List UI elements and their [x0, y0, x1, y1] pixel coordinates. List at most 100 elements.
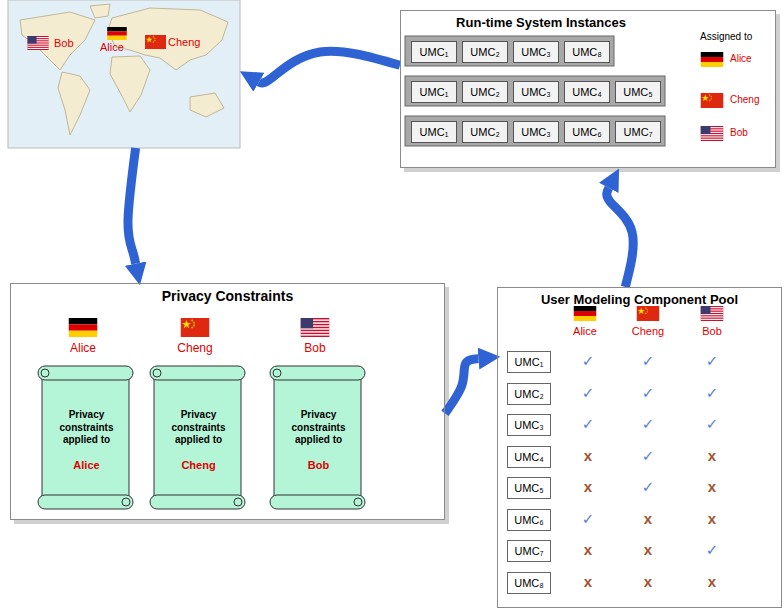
availability-mark: x: [573, 477, 603, 497]
flag-icon: [181, 318, 210, 337]
component-box: UMC₂: [462, 121, 508, 143]
flag-icon: [701, 52, 724, 67]
person-name: Cheng: [168, 36, 200, 48]
scroll-curl: [273, 369, 281, 377]
component-box: UMC₃: [513, 121, 559, 143]
flow-arrow: [607, 188, 634, 287]
component-name: UMC₃: [514, 419, 544, 431]
scroll-roll: [38, 366, 133, 380]
flag-icon: [574, 306, 597, 321]
availability-mark: x: [633, 540, 663, 560]
component-name: UMC₁: [420, 126, 449, 138]
person-name: Alice: [43, 341, 123, 355]
scroll-text: Privacy constraints applied to: [163, 409, 234, 447]
scroll-text: Alice: [51, 459, 122, 471]
availability-mark: x: [697, 572, 727, 592]
availability-mark: ✓: [633, 477, 663, 497]
component-name: UMC₃: [521, 46, 551, 58]
availability-mark: ✓: [573, 351, 603, 371]
component-name: UMC₆: [514, 514, 544, 526]
component-name: UMC₇: [515, 545, 544, 557]
component-box: UMC₅: [615, 81, 661, 103]
component-box: UMC₁: [507, 351, 551, 373]
component-name: UMC₁: [420, 46, 449, 58]
component-box: UMC₁: [411, 81, 457, 103]
scroll-body: [274, 375, 361, 500]
availability-mark: ✓: [697, 383, 727, 403]
scroll-roll: [270, 495, 365, 509]
component-name: UMC₈: [514, 577, 544, 589]
person-name: Alice: [730, 53, 778, 64]
component-name: UMC₄: [514, 451, 544, 463]
privacy-scroll: Privacy constraints applied toAlice: [39, 367, 134, 510]
component-box: UMC₂: [462, 41, 508, 63]
component-box: UMC₄: [507, 446, 551, 468]
scroll-roll: [150, 495, 245, 509]
component-box: UMC₆: [564, 121, 610, 143]
scroll-roll: [270, 366, 365, 380]
availability-mark: x: [573, 540, 603, 560]
flow-arrow: [259, 51, 400, 83]
component-box: UMC₂: [507, 383, 551, 405]
privacy-scroll: Privacy constraints applied to Cheng: [151, 367, 246, 510]
flow-arrow: [128, 148, 136, 264]
person-name: Cheng: [730, 94, 778, 105]
flag-icon: [701, 93, 724, 108]
instance-row: [405, 116, 665, 146]
component-box: UMC₇: [615, 121, 661, 143]
component-name: UMC₂: [470, 86, 499, 98]
flag-icon: [69, 318, 98, 337]
component-box: UMC₃: [507, 414, 551, 436]
availability-mark: x: [633, 509, 663, 529]
availability-mark: ✓: [573, 383, 603, 403]
availability-mark: ✓: [633, 383, 663, 403]
world-map: BobAliceCheng: [8, 0, 240, 148]
map-continent: [110, 56, 150, 112]
scroll-body: [42, 375, 129, 500]
component-name: UMC₇: [624, 126, 653, 138]
availability-mark: ✓: [573, 509, 603, 529]
scroll-curl: [122, 498, 130, 506]
scroll-text: Cheng: [163, 459, 234, 471]
person-name: Bob: [54, 37, 74, 49]
map-continent: [20, 12, 95, 70]
scroll-body: [154, 375, 241, 500]
component-box: UMC₃: [513, 41, 559, 63]
map-continent: [58, 72, 90, 135]
scroll-curl: [41, 369, 49, 377]
availability-mark: x: [573, 572, 603, 592]
scroll-roll: [38, 495, 133, 509]
scroll-curl: [153, 369, 161, 377]
availability-mark: ✓: [697, 351, 727, 371]
map-continent: [90, 4, 110, 18]
component-name: UMC₂: [470, 46, 499, 58]
legend-heading: Assigned to: [700, 31, 780, 42]
scroll-text: Privacy constraints applied to: [283, 409, 354, 447]
component-name: UMC₂: [514, 388, 543, 400]
component-box: UMC₄: [564, 81, 610, 103]
person-name: Bob: [730, 127, 778, 138]
availability-mark: x: [633, 572, 663, 592]
availability-mark: x: [697, 509, 727, 529]
instance-row: [405, 36, 614, 66]
person-name: Alice: [555, 325, 615, 337]
component-name: UMC₂: [470, 126, 499, 138]
availability-mark: ✓: [633, 446, 663, 466]
component-box: UMC₈: [507, 572, 551, 594]
component-name: UMC₃: [521, 126, 551, 138]
scroll-text: Bob: [283, 459, 354, 471]
component-box: UMC₇: [507, 540, 551, 562]
component-name: UMC₅: [514, 482, 543, 494]
person-name: Cheng: [155, 341, 235, 355]
component-name: UMC₅: [623, 86, 652, 98]
component-box: UMC₃: [513, 81, 559, 103]
availability-mark: ✓: [697, 540, 727, 560]
availability-mark: ✓: [633, 351, 663, 371]
map-ocean: [8, 0, 240, 148]
flag-icon: [637, 306, 660, 321]
flow-arrow: [445, 359, 478, 414]
availability-mark: x: [697, 446, 727, 466]
panel-title: User Modeling Component Pool: [498, 292, 781, 307]
component-name: UMC₄: [572, 86, 602, 98]
